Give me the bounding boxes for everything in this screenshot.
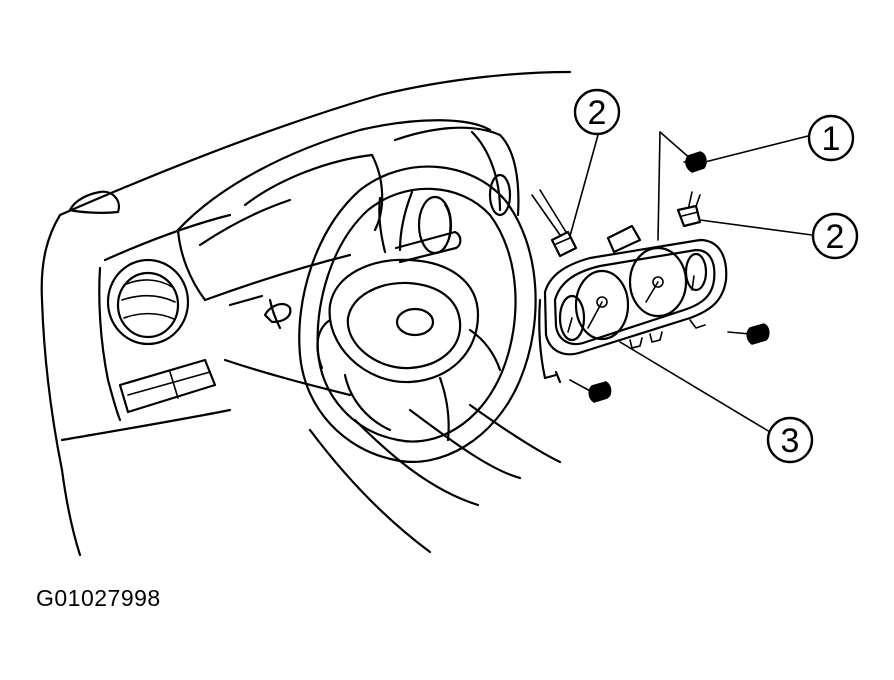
screw-top <box>683 151 707 173</box>
svg-text:2: 2 <box>826 218 845 256</box>
instrument-cluster <box>538 224 728 384</box>
svg-text:3: 3 <box>781 422 800 460</box>
svg-text:1: 1 <box>822 120 841 158</box>
connector-right <box>676 204 702 228</box>
svg-text:2: 2 <box>588 94 607 132</box>
leader-lines <box>531 131 813 433</box>
callout-1: 1 <box>807 114 855 162</box>
figure-code: G01027998 <box>36 585 161 611</box>
callout-2-left: 2 <box>573 88 621 136</box>
connector-left <box>550 230 578 258</box>
dashboard <box>40 70 572 557</box>
screw-right <box>727 323 770 345</box>
steering-wheel <box>298 165 537 463</box>
screws <box>569 151 770 403</box>
screw-bottom <box>569 379 612 403</box>
callout-3: 3 <box>766 416 814 464</box>
callout-2-right: 2 <box>811 212 859 260</box>
